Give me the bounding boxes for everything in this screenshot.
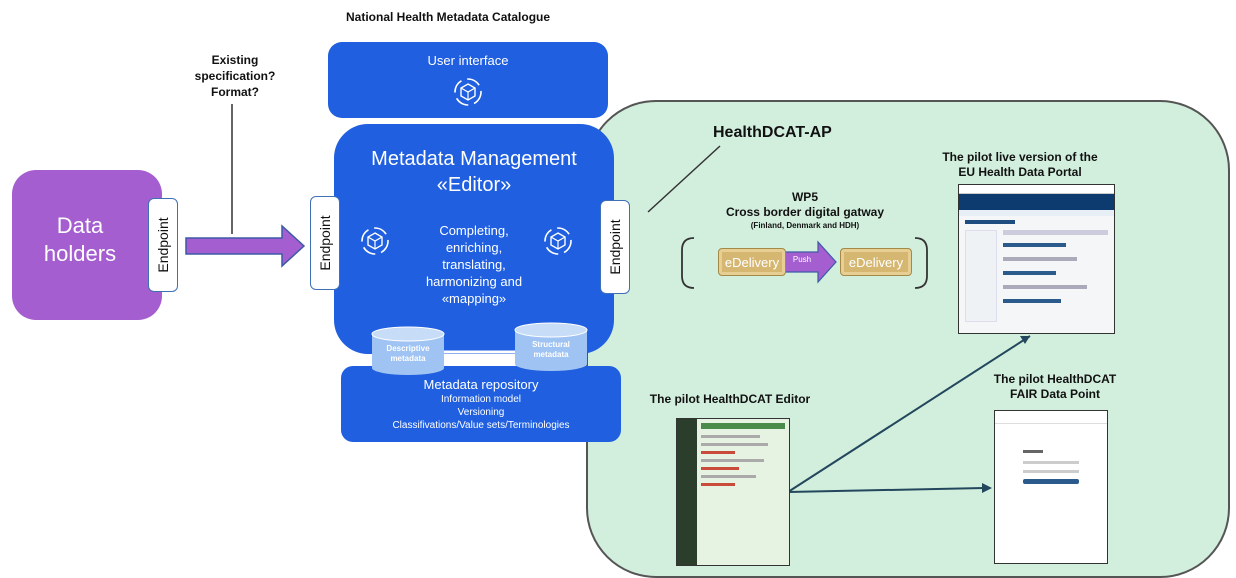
metadata-repository-box <box>341 366 621 442</box>
structural-metadata-cylinder <box>514 322 588 371</box>
sync-cube-icon <box>544 227 572 255</box>
healthdcat-ap-label: HealthDCAT-AP <box>713 124 832 141</box>
metadata-management-box <box>334 124 614 354</box>
push-arrow <box>782 240 837 284</box>
catalogue-inbound-endpoint: Endpoint <box>310 196 340 290</box>
editor-screenshot <box>676 418 790 566</box>
sync-cube-icon <box>454 78 482 106</box>
sync-cube-icon <box>361 227 389 255</box>
editor-title: The pilot HealthDCAT Editor <box>649 392 811 406</box>
data-flow-arrow <box>185 224 306 268</box>
edelivery-source: eDelivery <box>718 248 786 276</box>
push-label: Push <box>792 255 812 264</box>
metadata-management-title: Metadata Management«Editor» <box>371 148 577 196</box>
process-text: Completing,enriching,translating, harmon… <box>425 223 523 306</box>
user-interface-label: User interface <box>427 53 509 68</box>
data-holders-endpoint: Endpoint <box>148 198 178 292</box>
catalogue-title: National Health Metadata Catalogue <box>346 10 551 24</box>
descriptive-metadata-cylinder <box>371 326 445 375</box>
catalogue-outbound-endpoint: Endpoint <box>600 200 630 294</box>
data-holders-box <box>12 170 162 320</box>
live-portal-screenshot <box>958 184 1115 334</box>
fair-screenshot <box>994 410 1108 564</box>
edelivery-target: eDelivery <box>840 248 912 276</box>
